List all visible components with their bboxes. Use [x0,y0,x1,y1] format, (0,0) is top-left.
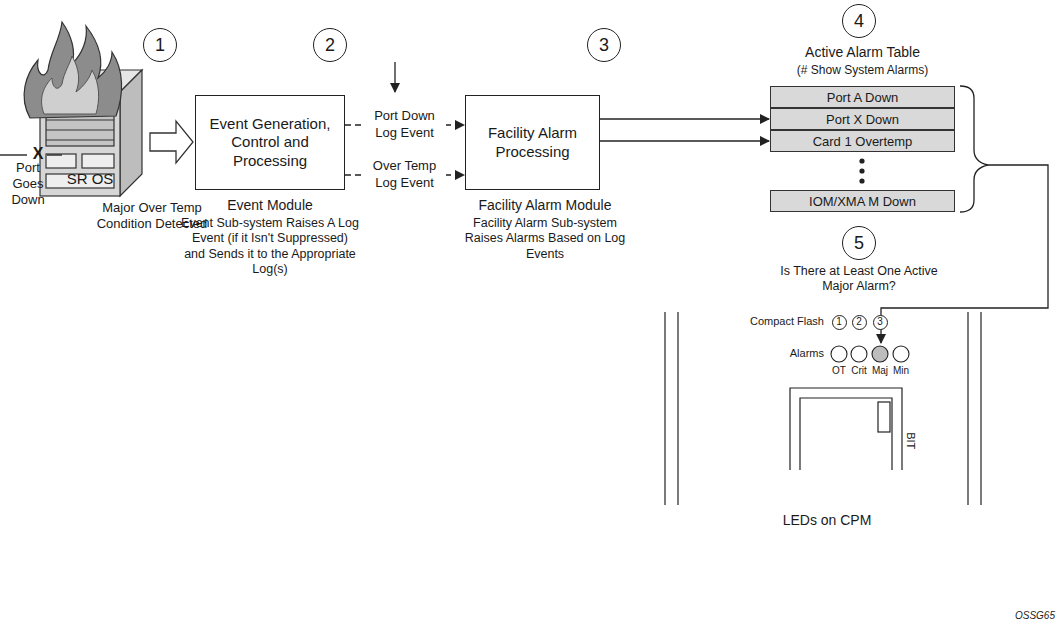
panel-label: Compact Flash [682,315,824,328]
connector [600,140,769,141]
node-text: 1 [836,317,842,327]
callout-number: 1 [143,28,177,62]
callout-number: 3 [587,28,621,62]
flow-arrow [150,121,193,163]
node-text: 3 [877,317,883,327]
bracket [960,86,988,212]
flash-slot-number: 3 [873,315,888,330]
node-text: IOM/XMA M Down [809,194,916,209]
ellipsis-dots [859,158,864,183]
alarm-leds [831,346,909,362]
callout-number: 4 [842,4,876,38]
alarm-row: Port A Down [770,86,955,108]
alarm-row: Port X Down [770,108,955,130]
port-label: BIT [903,424,916,458]
port-line [47,154,62,156]
led-label: Min [888,365,914,377]
module-title: Event Module [190,197,350,214]
table-title: Active Alarm Table [765,44,960,61]
device-label: SR OS [58,170,122,188]
connector [600,118,769,119]
node-text: Port X Down [826,112,899,127]
node-text: Facility Alarm Processing [474,124,591,161]
callout-number: 5 [842,226,876,260]
node-text: Port A Down [827,90,899,105]
node-text: Card 1 Overtemp [813,134,913,149]
module-description: Event Sub-system Raises A Log Event (if … [180,216,360,277]
led-label: OT [826,365,852,377]
node-text: 4 [854,11,864,32]
input-arrow [394,62,395,92]
table-command: (# Show System Alarms) [765,63,960,78]
flame-illustration [24,22,122,118]
decision-question: Is There at Least One Active Major Alarm… [769,264,949,295]
node-text: 2 [856,317,862,327]
node-text: 3 [599,35,609,56]
node-text: Event Generation, Control and Processing [204,115,336,170]
edge-label: Port Down Log Event [364,108,446,142]
node-text: 5 [854,233,864,254]
flash-slot-number: 1 [832,315,847,330]
panel-caption: LEDs on CPM [752,512,902,529]
edge-label: Over Temp Log Event [364,158,446,192]
module-description: Facility Alarm Sub-system Raises Alarms … [460,216,630,262]
process-box: Event Generation, Control and Processing [195,95,345,190]
led-label: Maj [867,365,893,377]
led-label: Crit [846,365,872,377]
figure-id: OSSG65 [985,610,1055,622]
panel-label: Alarms [682,347,824,360]
node-text: 2 [325,35,335,56]
process-box: Facility Alarm Processing [465,95,600,190]
port-line [0,154,27,156]
cpm-panel [665,312,981,505]
flash-slot-number: 2 [852,315,867,330]
node-text: 1 [155,35,165,56]
alarm-row: IOM/XMA M Down [770,190,955,212]
port-label: Port Goes Down [6,160,50,208]
module-title: Facility Alarm Module [452,197,638,214]
callout-number: 2 [313,28,347,62]
alarm-row: Card 1 Overtemp [770,130,955,152]
